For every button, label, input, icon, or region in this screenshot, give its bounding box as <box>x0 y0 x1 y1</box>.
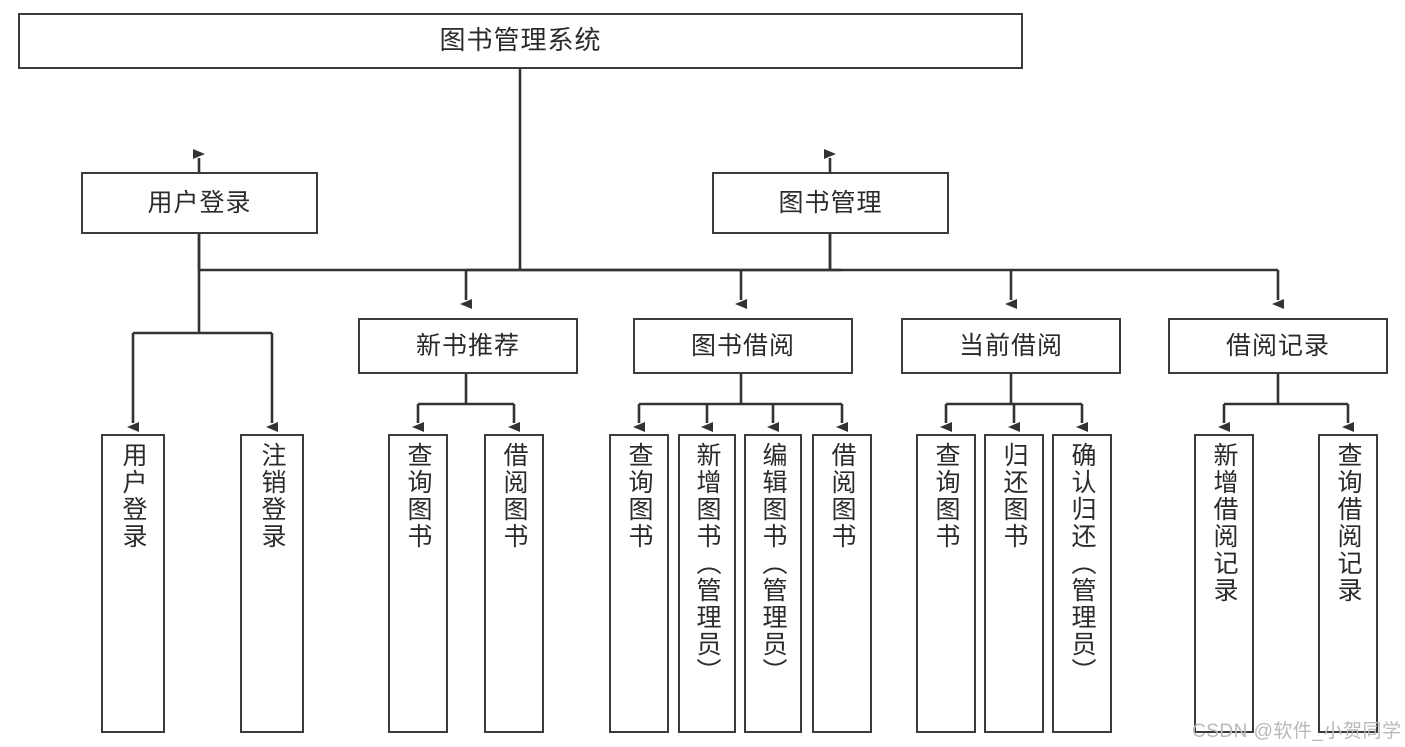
leaf-label: 用户登录 <box>119 442 147 550</box>
node-leaf-confirm-return[interactable]: 确认归还（管理员） <box>1052 434 1112 733</box>
node-leaf-return-book[interactable]: 归还图书 <box>984 434 1044 733</box>
leaf-label: 借阅图书 <box>828 442 856 550</box>
leaf-label: 归还图书 <box>1000 442 1028 550</box>
leaf-label: 新增借阅记录 <box>1210 442 1238 604</box>
node-borrow-record[interactable]: 借阅记录 <box>1168 318 1388 374</box>
node-book-management[interactable]: 图书管理 <box>712 172 949 234</box>
leaf-label: 查询借阅记录 <box>1334 442 1362 604</box>
leaf-label: 编辑图书（管理员） <box>759 442 787 685</box>
node-leaf-borrow-book-1[interactable]: 借阅图书 <box>484 434 544 733</box>
node-new-book-recommend[interactable]: 新书推荐 <box>358 318 578 374</box>
node-user-login[interactable]: 用户登录 <box>81 172 318 234</box>
node-leaf-add-book[interactable]: 新增图书（管理员） <box>678 434 736 733</box>
node-leaf-add-record[interactable]: 新增借阅记录 <box>1194 434 1254 733</box>
leaf-label: 新增图书（管理员） <box>693 442 721 685</box>
node-current-borrow[interactable]: 当前借阅 <box>901 318 1121 374</box>
node-leaf-borrow-book-2[interactable]: 借阅图书 <box>812 434 872 733</box>
node-book-borrow[interactable]: 图书借阅 <box>633 318 853 374</box>
leaf-label: 查询图书 <box>404 442 432 550</box>
leaf-label: 查询图书 <box>625 442 653 550</box>
node-leaf-edit-book[interactable]: 编辑图书（管理员） <box>744 434 802 733</box>
leaf-label: 注销登录 <box>258 442 286 550</box>
node-root[interactable]: 图书管理系统 <box>18 13 1023 69</box>
leaf-label: 查询图书 <box>932 442 960 550</box>
watermark-text: CSDN @软件_小贺同学 <box>1192 721 1402 742</box>
node-leaf-query-book-1[interactable]: 查询图书 <box>388 434 448 733</box>
node-leaf-query-record[interactable]: 查询借阅记录 <box>1318 434 1378 733</box>
leaf-label: 借阅图书 <box>500 442 528 550</box>
leaf-label: 确认归还（管理员） <box>1068 442 1096 685</box>
node-leaf-query-book-2[interactable]: 查询图书 <box>609 434 669 733</box>
node-leaf-logout-login[interactable]: 注销登录 <box>240 434 304 733</box>
node-leaf-user-login[interactable]: 用户登录 <box>101 434 165 733</box>
node-leaf-query-book-3[interactable]: 查询图书 <box>916 434 976 733</box>
